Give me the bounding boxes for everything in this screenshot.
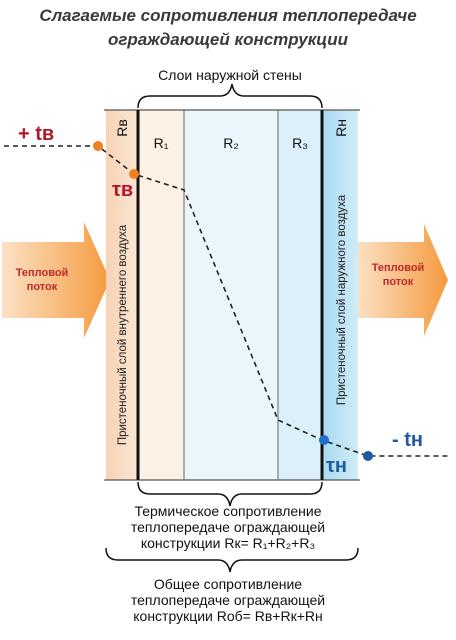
thermal-resistance-caption-line-3: конструкции Rк= R₁+R₂+R₃ (140, 535, 316, 551)
inner-air-layer-label: Пристеночный слой внутреннего воздуха (117, 224, 129, 445)
heat-flow-right-label-2: поток (383, 276, 414, 288)
heat-flow-left-label-2: поток (27, 281, 58, 293)
outer-air-temperature-point (363, 451, 373, 461)
total-resistance-caption-line-1: Общее сопротивление (153, 576, 303, 592)
total-resistance-caption-line-3: конструкции Rоб= Rв+Rк+Rн (133, 608, 323, 624)
layer-label-outer-air: Rн (333, 119, 349, 137)
layer-label-inner-air: Rв (114, 119, 130, 137)
inner-surface-temperature-label: τв (112, 179, 133, 201)
outer-surface-temperature-point (319, 435, 329, 445)
layer-label-r2: R₂ (223, 135, 239, 151)
thermal-resistance-caption: Термическое сопротивление теплопередаче … (0, 503, 456, 551)
layer-label-r3: R₃ (292, 135, 308, 151)
outer-air-layer (322, 110, 358, 480)
inner-air-temperature-label: + tв (18, 123, 54, 145)
layer-r1 (138, 110, 184, 480)
thermal-resistance-brace (137, 481, 323, 507)
heat-flow-right-label-1: Тепловой (372, 262, 425, 274)
layers-brace-top (137, 83, 323, 109)
thermal-resistance-caption-line-2: теплопередаче ограждающей (130, 519, 326, 535)
inner-air-temperature-point (93, 141, 103, 151)
layer-r2 (184, 110, 278, 480)
heat-flow-arrow-right (356, 224, 448, 336)
page-title-line-2: ограждающей конструкции (107, 30, 349, 49)
temperature-profile-line (4, 145, 448, 457)
heat-flow-left-label-1: Тепловой (16, 267, 69, 279)
layers-label: Слои наружной стены (158, 67, 302, 83)
thermal-resistance-caption-line-1: Термическое сопротивление (134, 503, 322, 519)
total-resistance-caption: Общее сопротивление теплопередаче огражд… (0, 576, 456, 624)
heat-flow-arrow-left (2, 222, 110, 338)
outer-air-layer-label: Пристеночный слой наружного воздуха (336, 194, 348, 405)
layer-r3 (278, 110, 322, 480)
total-resistance-brace (105, 547, 359, 573)
layer-label-r1: R₁ (154, 135, 169, 151)
total-resistance-caption-line-2: теплопередаче ограждающей (130, 592, 326, 608)
inner-surface-temperature-point (129, 169, 139, 179)
outer-surface-temperature-label: τн (326, 455, 347, 477)
page-title-line-1: Слагаемые сопротивления теплопередаче (39, 6, 417, 25)
outer-air-temperature-label: - tн (392, 429, 423, 451)
